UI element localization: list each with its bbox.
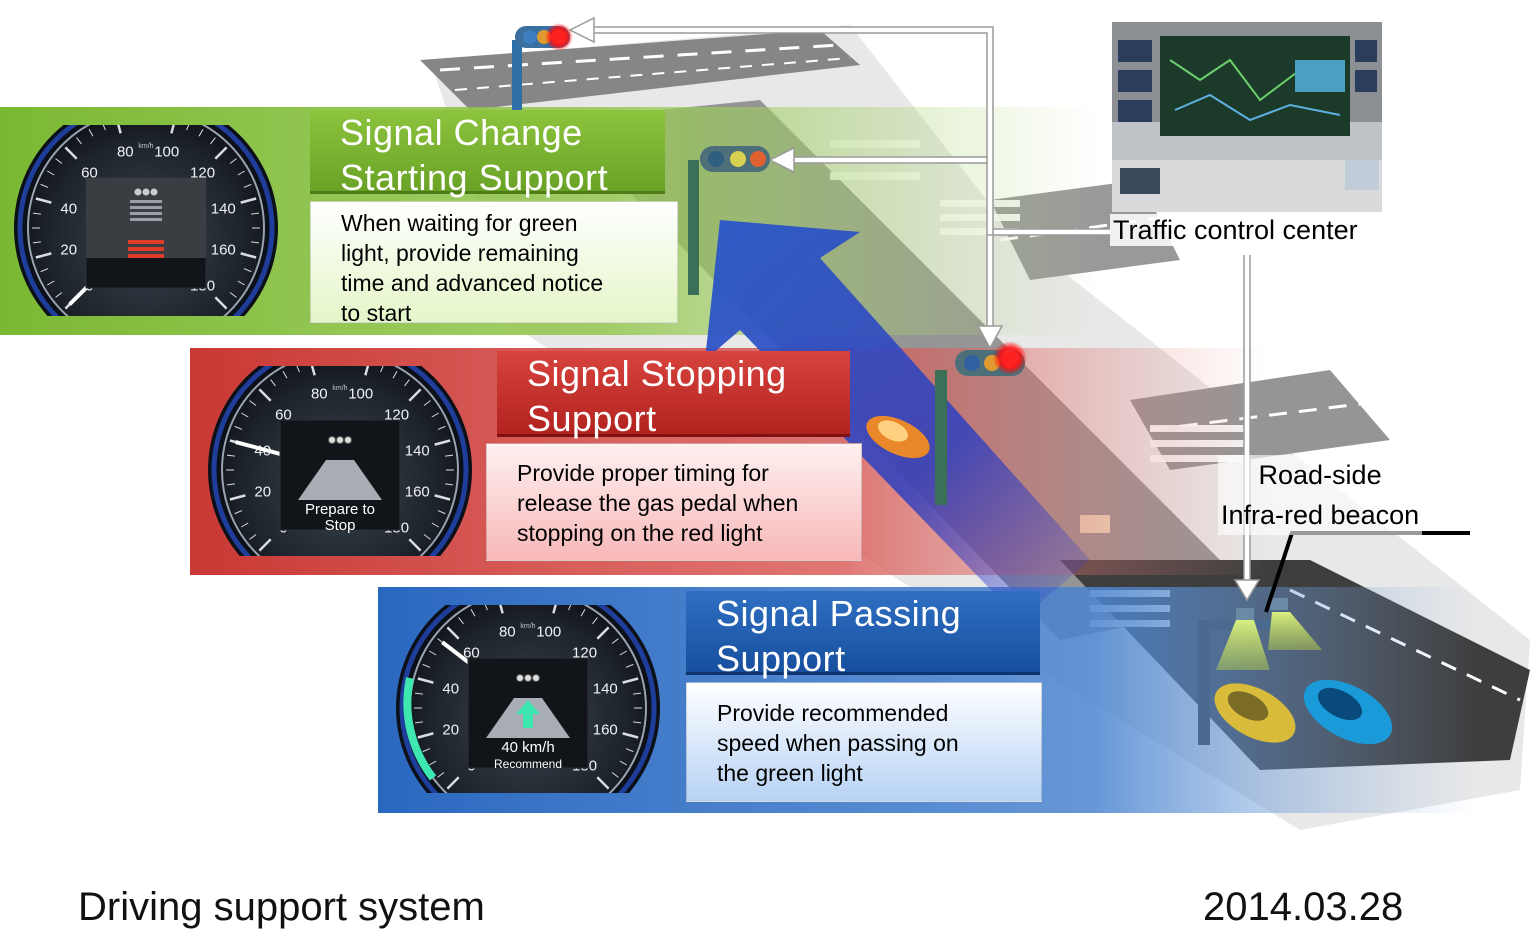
passing-support-title: Signal Passing Support [686, 591, 1040, 679]
tick-label: 40 [442, 680, 459, 697]
tick-label: 20 [254, 484, 271, 501]
tick-label: 80 [499, 624, 516, 641]
tick-label: 100 [154, 144, 179, 161]
description-line: stopping on the red light [517, 520, 763, 546]
gauge-display-text: Stop [325, 517, 356, 534]
footer-title: Driving support system [78, 885, 485, 929]
tick-label: 20 [442, 722, 459, 739]
starting-support-title: Signal Change Starting Support [310, 110, 665, 198]
beacon-label-line-2: Infra-red beacon [1221, 500, 1420, 530]
go-arrow-icon [516, 700, 540, 728]
speed-range-arc [403, 677, 437, 781]
unit-label: km/h [332, 385, 347, 392]
speedometers: 020406080100120140160180km/h020406080100… [14, 125, 660, 793]
infrared-beacon-icon [1198, 598, 1322, 745]
car-icon [1303, 679, 1393, 745]
description-line: to start [341, 300, 412, 326]
passing-support-description: Provide recommended speed when passing o… [686, 682, 1042, 802]
speedometer-icon: 020406080100120140160180km/h40 km/hRecom… [396, 605, 660, 793]
title-line-2: Starting Support [340, 157, 609, 198]
traffic-light-icon [935, 341, 1027, 505]
tick-label: 80 [311, 386, 328, 403]
tick-label: 60 [81, 164, 98, 181]
footer-date: 2014.03.28 [1203, 885, 1404, 929]
unit-label: km/h [138, 143, 153, 150]
title-line-1: Signal Passing [716, 593, 962, 634]
tick-label: 140 [593, 680, 618, 697]
traffic-light-icon [512, 23, 573, 110]
tick-label: 160 [405, 484, 430, 501]
description-line: speed when passing on [717, 730, 959, 756]
needle [235, 440, 281, 456]
beacon-label: Road-side Infra-red beacon [1218, 455, 1423, 535]
title-line-2: Support [716, 638, 846, 679]
stopping-support-description: Provide proper timing for release the ga… [486, 443, 862, 561]
title-line-2: Support [527, 398, 657, 439]
description-line: time and advanced notice [341, 270, 604, 296]
gauge-display-text: 40 km/h [501, 739, 554, 756]
tick-label: 100 [536, 624, 561, 641]
stopping-support-title: Signal Stopping Support [497, 351, 850, 439]
tick-label: 40 [60, 200, 77, 217]
tick-label: 140 [211, 200, 236, 217]
description-line: the green light [717, 760, 863, 786]
control-room-icon [1112, 22, 1382, 212]
speedometer-icon: 020406080100120140160180km/h [14, 125, 278, 316]
tick-label: 120 [572, 644, 597, 661]
tick-label: 80 [117, 144, 134, 161]
description-line: When waiting for green [341, 210, 578, 236]
title-line-1: Signal Stopping [527, 353, 787, 394]
tick-label: 20 [60, 242, 77, 259]
description-line: Provide recommended [717, 700, 949, 726]
gauge-display-text: Recommend [494, 757, 562, 771]
unit-label: km/h [520, 623, 535, 630]
tick-label: 160 [593, 722, 618, 739]
tick-label: 120 [190, 164, 215, 181]
tick-label: 140 [405, 442, 430, 459]
beacon-label-line-1: Road-side [1258, 460, 1382, 490]
tick-label: 60 [463, 644, 480, 661]
gauge-display-text: Prepare to [305, 501, 375, 518]
description-line: release the gas pedal when [517, 490, 799, 516]
tick-label: 100 [348, 386, 373, 403]
description-line: light, provide remaining [341, 240, 579, 266]
car-icon [1214, 683, 1296, 743]
starting-support-description: When waiting for green light, provide re… [310, 201, 678, 326]
tick-label: 160 [211, 242, 236, 259]
traffic-light-icon [688, 146, 770, 295]
tick-label: 120 [384, 406, 409, 423]
car-icon [866, 415, 930, 459]
arrowhead-icon [568, 16, 1261, 602]
control-center-label: Traffic control center [1110, 214, 1361, 246]
tick-label: 60 [275, 406, 292, 423]
description-line: Provide proper timing for [517, 460, 769, 486]
title-line-1: Signal Change [340, 112, 583, 153]
